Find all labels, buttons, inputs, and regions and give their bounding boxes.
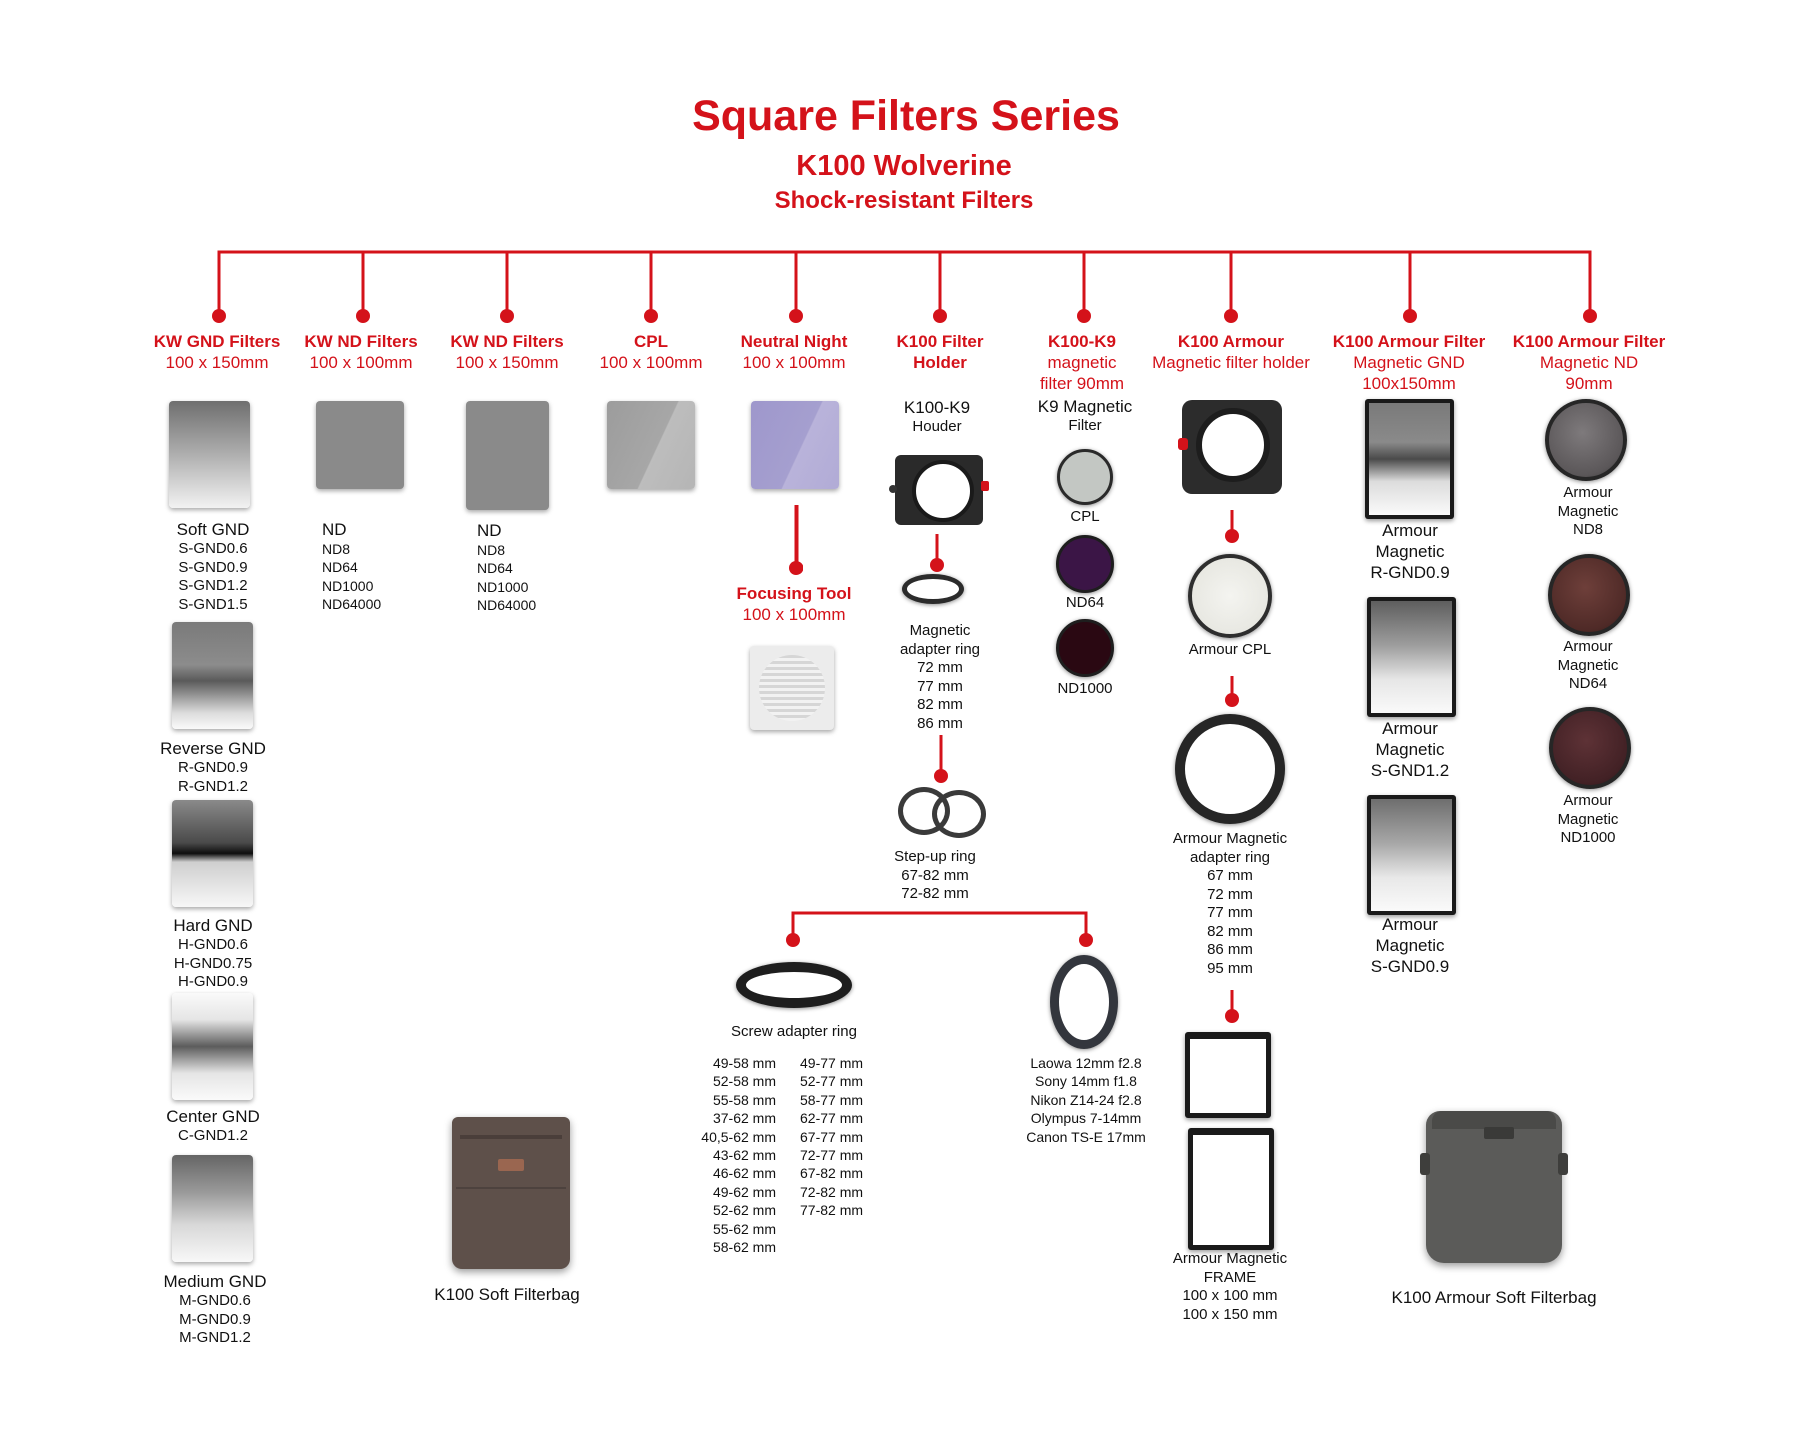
armour-frame-100x100-image — [1185, 1032, 1271, 1118]
nd-100-filter-image — [316, 401, 404, 489]
armour-s-gnd12-filter-image — [1367, 597, 1456, 717]
cpl-filter-image — [607, 401, 695, 489]
armour-nd8-label-group: Armour Magnetic ND8 — [1557, 484, 1619, 538]
focusing-tool-connector — [791, 505, 803, 575]
screw-adapter-ring-image — [736, 962, 852, 1008]
category-kw-gnd: KW GND Filters 100 x 150mm — [153, 332, 281, 372]
soft-gnd-filter-image — [169, 401, 250, 508]
page-subtitle-secondary: Shock-resistant Filters — [774, 187, 1034, 214]
screw-adapter-sizes-col1: 49-58 mm 52-58 mm 55-58 mm 37-62 mm 40,5… — [701, 1055, 776, 1256]
nd-150-label-group: ND ND8 ND64 ND1000 ND64000 — [477, 521, 537, 614]
k9-cpl-filter-image — [1057, 449, 1113, 505]
category-filter-holder: K100 Filter Holder — [896, 332, 984, 372]
main-bracket-line — [217, 250, 1592, 315]
nd-150-filter-image — [466, 401, 549, 510]
screw-adapter-sizes-col2: 49-77 mm 52-77 mm 58-77 mm 62-77 mm 67-7… — [800, 1055, 864, 1219]
medium-gnd-filter-image — [172, 1155, 253, 1262]
hard-gnd-label-group: Hard GND H-GND0.6 H-GND0.75 H-GND0.9 — [173, 916, 253, 990]
armour-holder-image — [1178, 398, 1286, 496]
k100-k9-holder-label: K100-K9 Houder — [903, 398, 971, 435]
lens-list: Laowa 12mm f2.8 Sony 14mm f1.8 Nikon Z14… — [1026, 1055, 1146, 1145]
soft-filterbag-image — [452, 1117, 570, 1269]
reverse-gnd-filter-image — [172, 622, 253, 729]
k9-nd64-filter-image — [1056, 535, 1114, 593]
category-armour-holder: K100 Armour Magnetic filter holder — [1152, 332, 1310, 372]
step-up-ring-image — [896, 785, 992, 840]
armour-adapter-ring-image — [1175, 714, 1285, 824]
lens-adapter-ring-image — [1050, 955, 1118, 1049]
armour-frame-100x150-image — [1188, 1128, 1274, 1250]
screw-adapter-ring-label: Screw adapter ring — [731, 1023, 857, 1040]
center-gnd-label-group: Center GND C-GND1.2 — [166, 1107, 260, 1144]
armour-frame-label-group: Armour Magnetic FRAME 100 x 100 mm 100 x… — [1172, 1250, 1288, 1323]
k9-nd64-label: ND64 — [1065, 594, 1105, 611]
armour-s-gnd12-label-group: Armour Magnetic S-GND1.2 — [1370, 719, 1450, 780]
hard-gnd-filter-image — [172, 800, 253, 907]
k9-magnetic-filter-label: K9 Magnetic Filter — [1037, 397, 1133, 434]
page-title: Square Filters Series — [692, 92, 1120, 140]
armour-r-gnd-label-group: Armour Magnetic R-GND0.9 — [1370, 521, 1450, 582]
magnetic-adapter-ring-image — [902, 574, 964, 604]
k9-nd1000-label: ND1000 — [1057, 680, 1113, 697]
category-armour-nd: K100 Armour Filter Magnetic ND 90mm — [1512, 332, 1666, 393]
nd-100-label-group: ND ND8 ND64 ND1000 ND64000 — [322, 520, 382, 613]
soft-filterbag-label: K100 Soft Filterbag — [434, 1285, 580, 1304]
category-armour-gnd: K100 Armour Filter Magnetic GND 100x150m… — [1332, 332, 1486, 393]
armour-soft-filterbag-image — [1420, 1103, 1568, 1265]
soft-gnd-label-group: Soft GND S-GND0.6 S-GND0.9 S-GND1.2 S-GN… — [176, 520, 250, 613]
armour-soft-filterbag-label: K100 Armour Soft Filterbag — [1391, 1288, 1597, 1307]
focusing-tool-header: Focusing Tool 100 x 100mm — [736, 584, 852, 624]
armour-nd1000-label-group: Armour Magnetic ND1000 — [1557, 792, 1619, 846]
reverse-gnd-label-group: Reverse GND R-GND0.9 R-GND1.2 — [160, 739, 266, 795]
armour-nd64-filter-image — [1548, 554, 1630, 636]
focusing-tool-image — [750, 646, 834, 730]
k100-k9-holder-image — [889, 451, 989, 529]
armour-cpl-filter-image — [1188, 554, 1272, 638]
category-cpl: CPL 100 x 100mm — [599, 332, 703, 372]
armour-r-gnd-filter-image — [1365, 399, 1454, 519]
armour-s-gnd09-label-group: Armour Magnetic S-GND0.9 — [1370, 915, 1450, 976]
medium-gnd-label-group: Medium GND M-GND0.6 M-GND0.9 M-GND1.2 — [163, 1272, 267, 1346]
category-kw-nd-150: KW ND Filters 100 x 150mm — [450, 332, 564, 372]
k9-nd1000-filter-image — [1056, 619, 1114, 677]
neutral-night-filter-image — [751, 401, 839, 489]
armour-nd64-label-group: Armour Magnetic ND64 — [1557, 638, 1619, 692]
center-gnd-filter-image — [172, 993, 253, 1100]
category-k9-magnetic: K100-K9 magnetic filter 90mm — [1039, 332, 1125, 393]
armour-adapter-label-group: Armour Magnetic adapter ring 67 mm 72 mm… — [1172, 830, 1288, 977]
magnetic-adapter-ring-label-group: Magnetic adapter ring 72 mm 77 mm 82 mm … — [899, 622, 981, 732]
category-neutral-night: Neutral Night 100 x 100mm — [740, 332, 848, 372]
armour-s-gnd09-filter-image — [1367, 795, 1456, 915]
armour-cpl-label: Armour CPL — [1188, 641, 1272, 658]
step-up-ring-label-group: Step-up ring 67-82 mm 72-82 mm — [894, 848, 976, 902]
connector-dots — [212, 309, 1597, 1023]
k9-cpl-label: CPL — [1070, 508, 1100, 525]
armour-nd8-filter-image — [1545, 399, 1627, 481]
category-kw-nd-100: KW ND Filters 100 x 100mm — [304, 332, 418, 372]
page-subtitle: K100 Wolverine — [796, 150, 1012, 182]
armour-nd1000-filter-image — [1549, 707, 1631, 789]
